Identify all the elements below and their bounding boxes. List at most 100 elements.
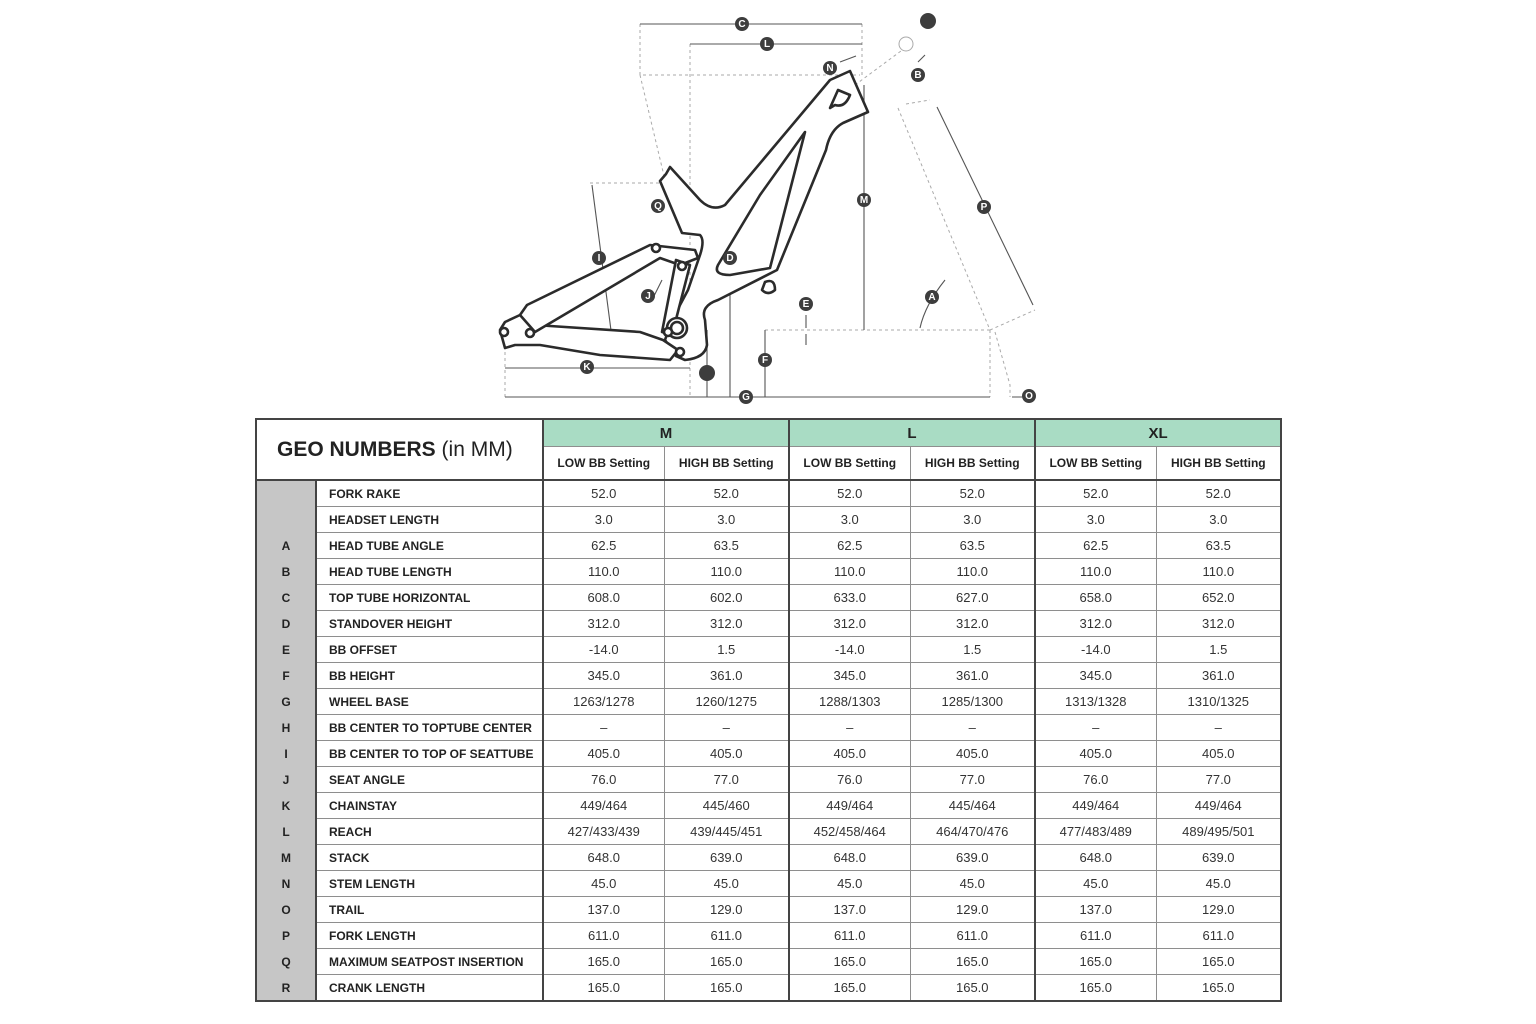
- row-name: BB HEIGHT: [315, 662, 544, 689]
- row-value: 165.0: [542, 974, 665, 1002]
- row-name: FORK LENGTH: [315, 922, 544, 949]
- row-value: 1263/1278: [542, 688, 665, 715]
- row-name: BB CENTER TO TOP OF SEATTUBE: [315, 740, 544, 767]
- row-value: 1310/1325: [1155, 688, 1282, 715]
- dimension-label: M: [857, 193, 871, 207]
- row-value: -14.0: [788, 636, 911, 663]
- row-letter: D: [255, 610, 317, 637]
- label-letter: I: [598, 253, 601, 264]
- label-badge: [758, 353, 772, 367]
- row-value: 165.0: [663, 974, 790, 1002]
- row-value: 361.0: [909, 662, 1037, 689]
- row-letter: Q: [255, 948, 317, 975]
- marker-dot: [699, 365, 715, 381]
- row-letter: C: [255, 584, 317, 611]
- row-value: 110.0: [542, 558, 665, 585]
- size-header-xl: XL: [1034, 418, 1282, 447]
- row-value: 611.0: [542, 922, 665, 949]
- row-letter: O: [255, 896, 317, 923]
- dimension-label: I: [592, 251, 606, 265]
- row-value: 76.0: [1034, 766, 1157, 793]
- setting-header: LOW BB Setting: [788, 446, 911, 481]
- label-badge: [977, 200, 991, 214]
- row-value: 137.0: [542, 896, 665, 923]
- label-badge: [760, 37, 774, 51]
- row-value: 63.5: [1155, 532, 1282, 559]
- row-name: STEM LENGTH: [315, 870, 544, 897]
- row-name: HEAD TUBE ANGLE: [315, 532, 544, 559]
- size-header-m: M: [542, 418, 790, 447]
- label-badge: [925, 290, 939, 304]
- row-value: 137.0: [1034, 896, 1157, 923]
- row-value: 648.0: [1034, 844, 1157, 871]
- row-value: 110.0: [1155, 558, 1282, 585]
- label-letter: K: [583, 362, 591, 373]
- row-value: 658.0: [1034, 584, 1157, 611]
- row-value: 52.0: [788, 479, 911, 507]
- label-letter: J: [645, 291, 651, 302]
- row-value: 77.0: [663, 766, 790, 793]
- row-value: 165.0: [663, 948, 790, 975]
- row-value: 137.0: [788, 896, 911, 923]
- seatstay: [518, 243, 700, 334]
- row-value: 345.0: [788, 662, 911, 689]
- row-value: 165.0: [1034, 974, 1157, 1002]
- label-badge: [739, 390, 753, 404]
- row-value: -14.0: [1034, 636, 1157, 663]
- row-value: 3.0: [663, 506, 790, 533]
- setting-header: HIGH BB Setting: [909, 446, 1037, 481]
- row-value: 52.0: [909, 479, 1037, 507]
- row-letter: K: [255, 792, 317, 819]
- row-value: 639.0: [1155, 844, 1282, 871]
- row-letter: R: [255, 974, 317, 1002]
- row-letter: H: [255, 714, 317, 741]
- row-value: 165.0: [909, 948, 1037, 975]
- setting-header: LOW BB Setting: [542, 446, 665, 481]
- row-name: CRANK LENGTH: [315, 974, 544, 1002]
- row-value: 110.0: [909, 558, 1037, 585]
- dimension-label: P: [977, 200, 991, 214]
- dimension-label: F: [758, 353, 772, 367]
- label-letter: A: [928, 292, 935, 303]
- label-letter: E: [803, 299, 810, 310]
- label-badge: [651, 199, 665, 213]
- dimension-label: Q: [651, 199, 665, 213]
- row-name: HEADSET LENGTH: [315, 506, 544, 533]
- row-value: 608.0: [542, 584, 665, 611]
- row-letter: E: [255, 636, 317, 663]
- row-value: 62.5: [1034, 532, 1157, 559]
- row-value: 62.5: [788, 532, 911, 559]
- row-value: 611.0: [909, 922, 1037, 949]
- row-letter: N: [255, 870, 317, 897]
- row-value: 76.0: [542, 766, 665, 793]
- row-name: WHEEL BASE: [315, 688, 544, 715]
- row-value: 129.0: [1155, 896, 1282, 923]
- row-value: 445/464: [909, 792, 1037, 819]
- table-title: GEO NUMBERS (in MM): [255, 418, 544, 481]
- label-letter: P: [981, 202, 988, 213]
- label-letter: O: [1025, 391, 1033, 402]
- row-value: 345.0: [1034, 662, 1157, 689]
- row-value: 405.0: [788, 740, 911, 767]
- row-value: 1.5: [909, 636, 1037, 663]
- row-value: 52.0: [1034, 479, 1157, 507]
- label-badge: [580, 360, 594, 374]
- headtube-cutout: [828, 88, 852, 110]
- row-value: 449/464: [1155, 792, 1282, 819]
- row-letter: [255, 506, 317, 533]
- row-value: 3.0: [909, 506, 1037, 533]
- row-value: 110.0: [663, 558, 790, 585]
- dimension-label: O: [1022, 389, 1036, 403]
- geo-numbers-table: GEO NUMBERS (in MM) M L XL LOW BB Settin…: [255, 418, 1283, 1002]
- label-badge: [799, 297, 813, 311]
- label-badge: [857, 193, 871, 207]
- dimension-label: G: [739, 390, 753, 404]
